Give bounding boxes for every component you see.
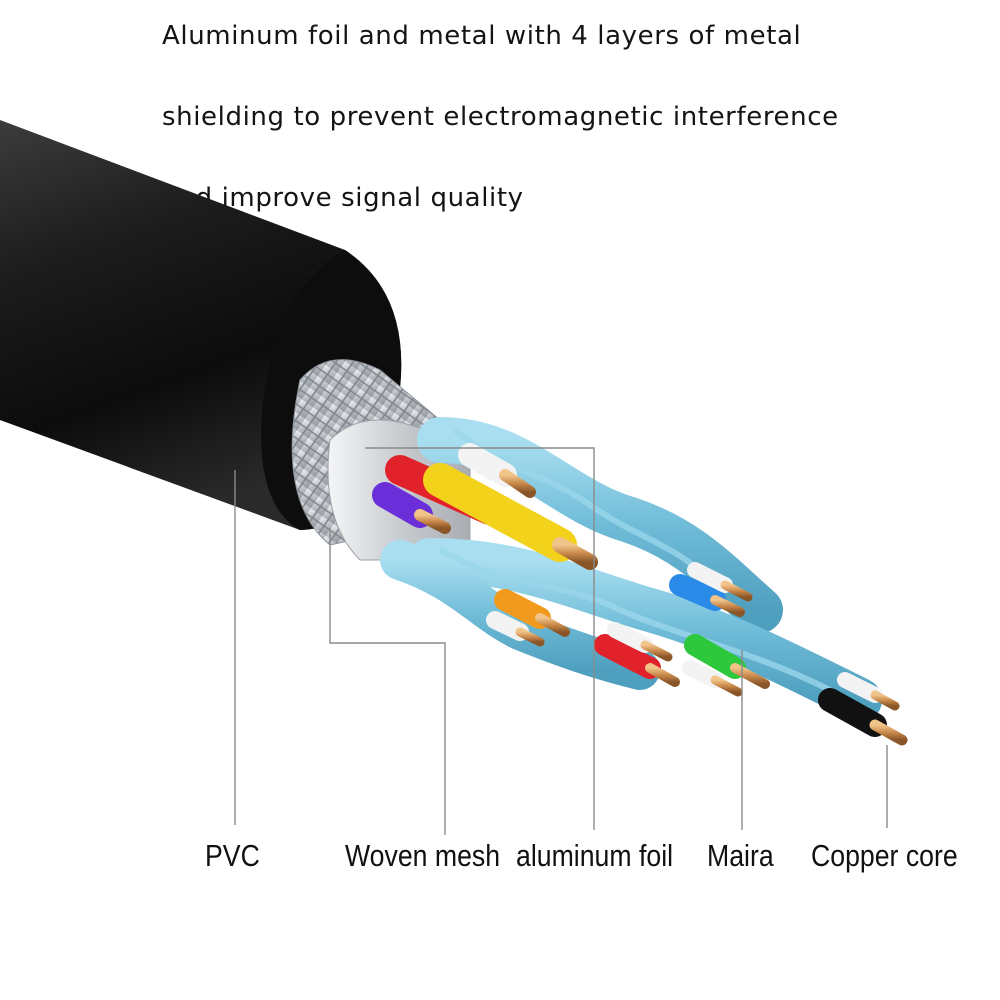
- red-wire-pair: [594, 622, 680, 687]
- label-maira: Maira: [707, 838, 774, 873]
- blue-wire: [669, 562, 753, 617]
- orange-wire: [486, 589, 570, 647]
- label-copper-core: Copper core: [811, 838, 958, 873]
- yellow-wire: [423, 463, 598, 570]
- purple-wire: [372, 482, 451, 534]
- green-wire: [682, 634, 770, 697]
- twisted-pair-middle: [408, 538, 882, 722]
- headline-line-2: shielding to prevent electromagnetic int…: [162, 102, 839, 132]
- headline: Aluminum foil and metal with 4 layers of…: [162, 14, 962, 257]
- label-pvc: PVC: [205, 838, 260, 873]
- headline-line-1: Aluminum foil and metal with 4 layers of…: [162, 21, 802, 51]
- white-wire-top: [458, 443, 536, 498]
- leader-line-aluminum-foil: [365, 447, 595, 830]
- black-wire: [818, 672, 908, 746]
- leader-line-woven-mesh: [329, 528, 446, 835]
- label-aluminum-foil: aluminum foil: [516, 838, 674, 873]
- label-woven-mesh: Woven mesh: [345, 838, 501, 873]
